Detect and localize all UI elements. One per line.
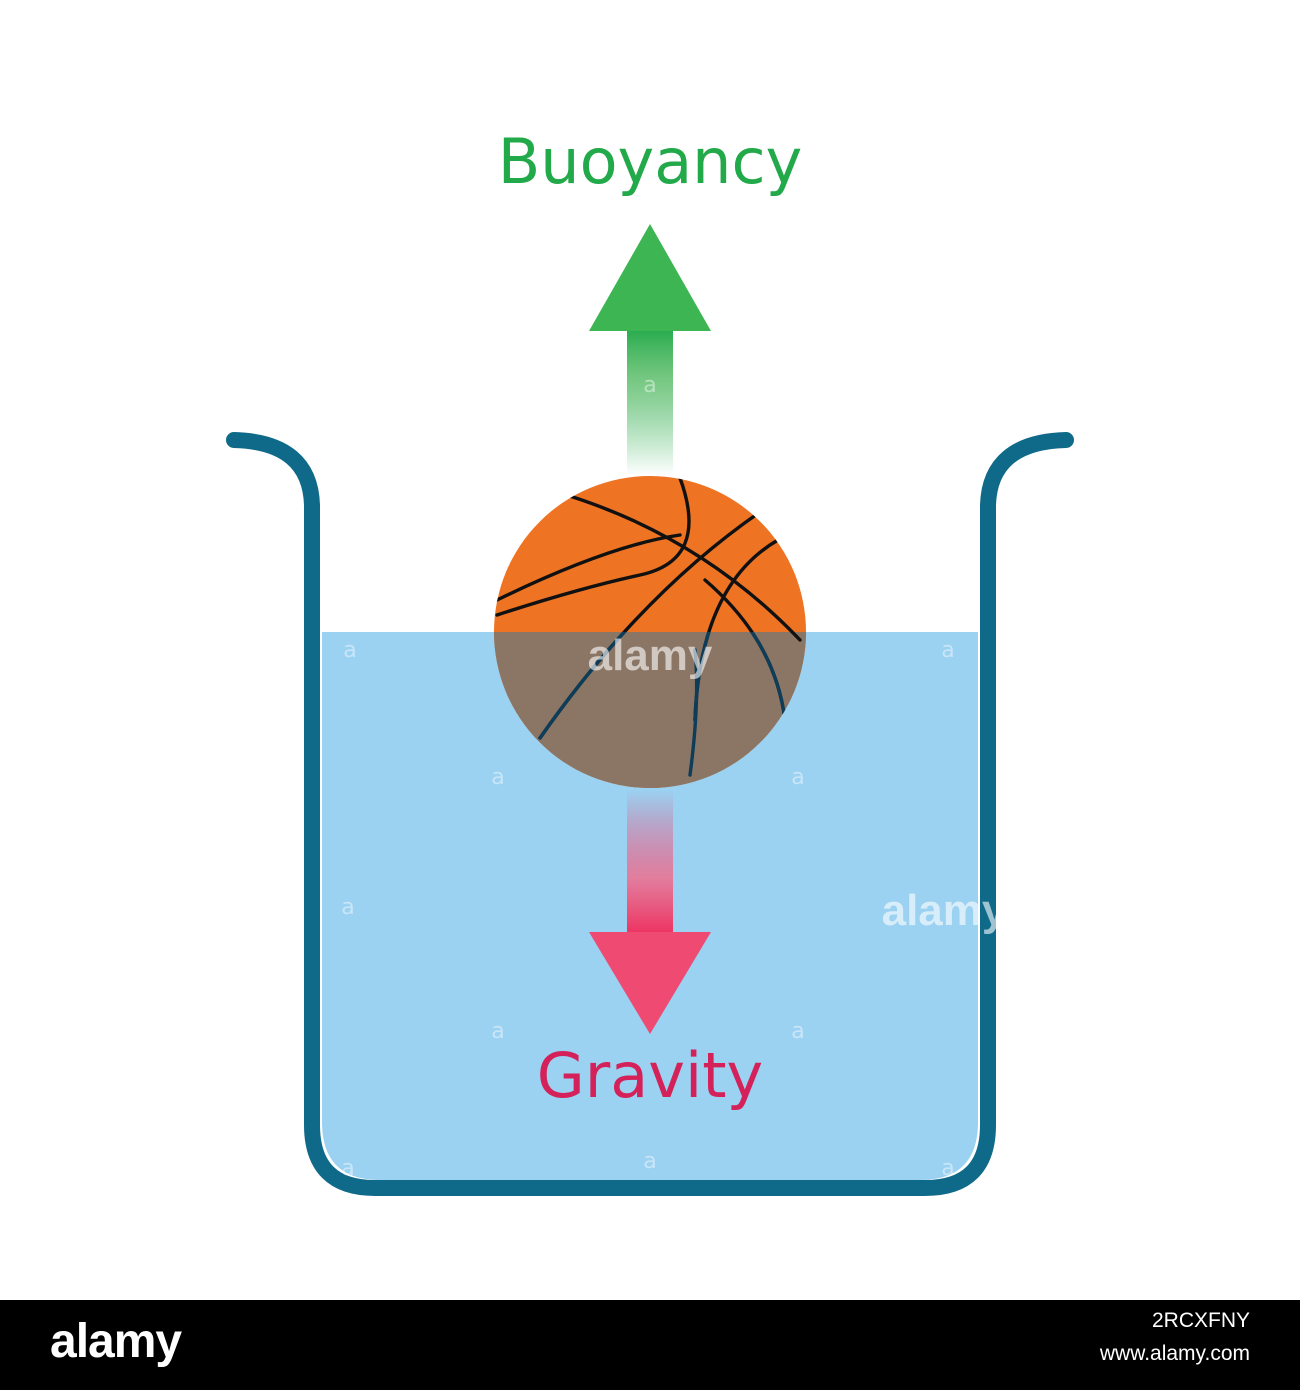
footer-bar: alamy 2RCXFNY www.alamy.com [0,1300,1300,1390]
watermark-mark: a [791,1019,804,1044]
arrow-up-icon [589,224,711,475]
watermark-mark: a [491,765,504,790]
watermark-mark: a [941,638,954,663]
gravity-label: Gravity [537,1039,763,1112]
beaker-container [226,432,1074,1196]
watermark-mark: a [791,765,804,790]
buoyancy-diagram: Buoyancy Gravity a a a a a a a a a a a a… [226,125,1074,1196]
watermark-mark: a [491,1019,504,1044]
watermark-mark: a [643,1149,656,1174]
buoyancy-label: Buoyancy [498,125,803,198]
watermark-mark: a [343,638,356,663]
watermark-mark: a [643,373,656,398]
watermark-mark: a [941,1156,954,1181]
footer-brand: alamy [50,1315,182,1368]
watermark-mark: a [341,895,354,920]
footer-url: www.alamy.com [1099,1342,1250,1365]
watermark-mark: a [341,1156,354,1181]
footer-image-id: 2RCXFNY [1151,1309,1250,1332]
arrow-down-icon [589,790,711,1034]
watermark-brand: alamy [882,886,1007,935]
watermark-brand: alamy [588,631,713,680]
